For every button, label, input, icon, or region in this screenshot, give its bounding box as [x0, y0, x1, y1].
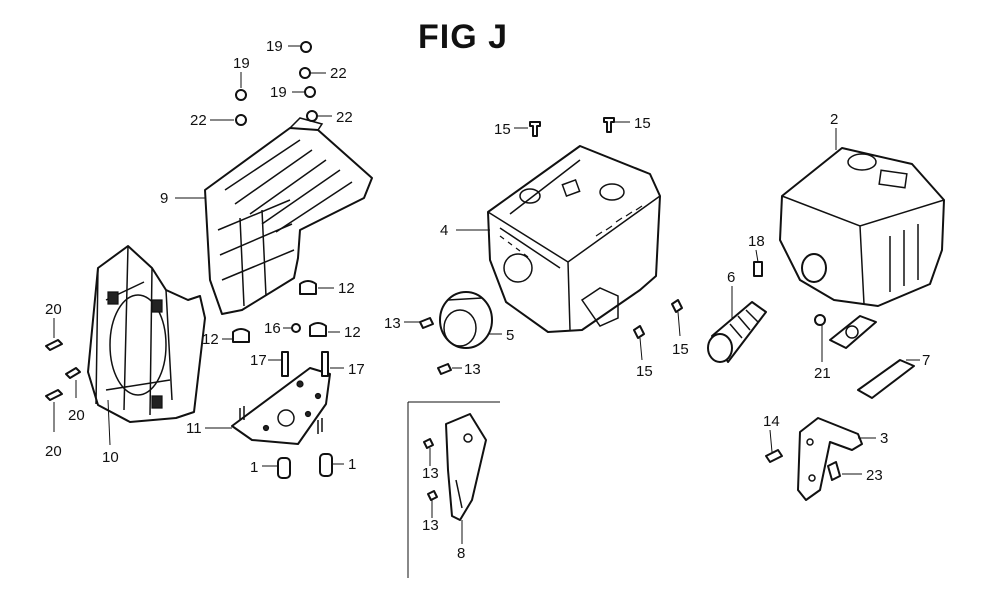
- callout-19: 19: [266, 38, 283, 55]
- leader-lines: [53, 45, 920, 544]
- callout-22: 22: [336, 109, 353, 126]
- callout-1: 1: [250, 459, 258, 476]
- callout-15: 15: [634, 115, 651, 132]
- callout-13: 13: [422, 517, 439, 534]
- callout-11: 11: [186, 420, 202, 437]
- callout-5: 5: [506, 327, 514, 344]
- part-8-side-cover: [407, 401, 500, 578]
- part-4-engine-cover: [487, 145, 661, 333]
- callout-2: 2: [830, 111, 838, 128]
- callout-20: 20: [45, 443, 62, 460]
- callout-19: 19: [233, 55, 250, 72]
- callout-8: 8: [457, 545, 465, 562]
- callout-13: 13: [384, 315, 401, 332]
- part-11-base-plate: [231, 367, 331, 445]
- callout-10: 10: [102, 449, 119, 466]
- callout-14: 14: [763, 413, 780, 430]
- part-2-fuel-tank: [779, 147, 945, 307]
- callout-19: 19: [270, 84, 287, 101]
- callout-labels: 19 22 19 19 22 22 9 12 12 16 12 17 17 20…: [45, 38, 930, 562]
- callout-16: 16: [264, 320, 281, 337]
- callout-23: 23: [866, 467, 883, 484]
- callout-13: 13: [422, 465, 439, 482]
- part-7-gasket: [829, 315, 915, 399]
- callout-22: 22: [190, 112, 207, 129]
- callout-20: 20: [45, 301, 62, 318]
- callout-20: 20: [68, 407, 85, 424]
- callout-12: 12: [344, 324, 361, 341]
- callout-22: 22: [330, 65, 347, 82]
- callout-17: 17: [348, 361, 365, 378]
- part-6-strainer: [707, 301, 767, 363]
- callout-15: 15: [494, 121, 511, 138]
- callout-12: 12: [338, 280, 355, 297]
- fasteners-right-cluster: [419, 117, 841, 501]
- callout-15: 15: [636, 363, 653, 380]
- callout-3: 3: [880, 430, 888, 447]
- callout-12: 12: [202, 331, 219, 348]
- callout-9: 9: [160, 190, 168, 207]
- callout-4: 4: [440, 222, 448, 239]
- part-10-baffle: [87, 245, 206, 423]
- callout-7: 7: [922, 352, 930, 369]
- fasteners-left-cluster: [45, 41, 333, 479]
- callout-6: 6: [727, 269, 735, 286]
- callout-17: 17: [250, 352, 267, 369]
- callout-13: 13: [464, 361, 481, 378]
- callout-18: 18: [748, 233, 765, 250]
- callout-15: 15: [672, 341, 689, 358]
- callout-21: 21: [814, 365, 831, 382]
- part-5-cap: [439, 291, 493, 349]
- callout-1: 1: [348, 456, 356, 473]
- part-3-bracket: [797, 417, 863, 501]
- figure-title: FIG J: [418, 18, 509, 56]
